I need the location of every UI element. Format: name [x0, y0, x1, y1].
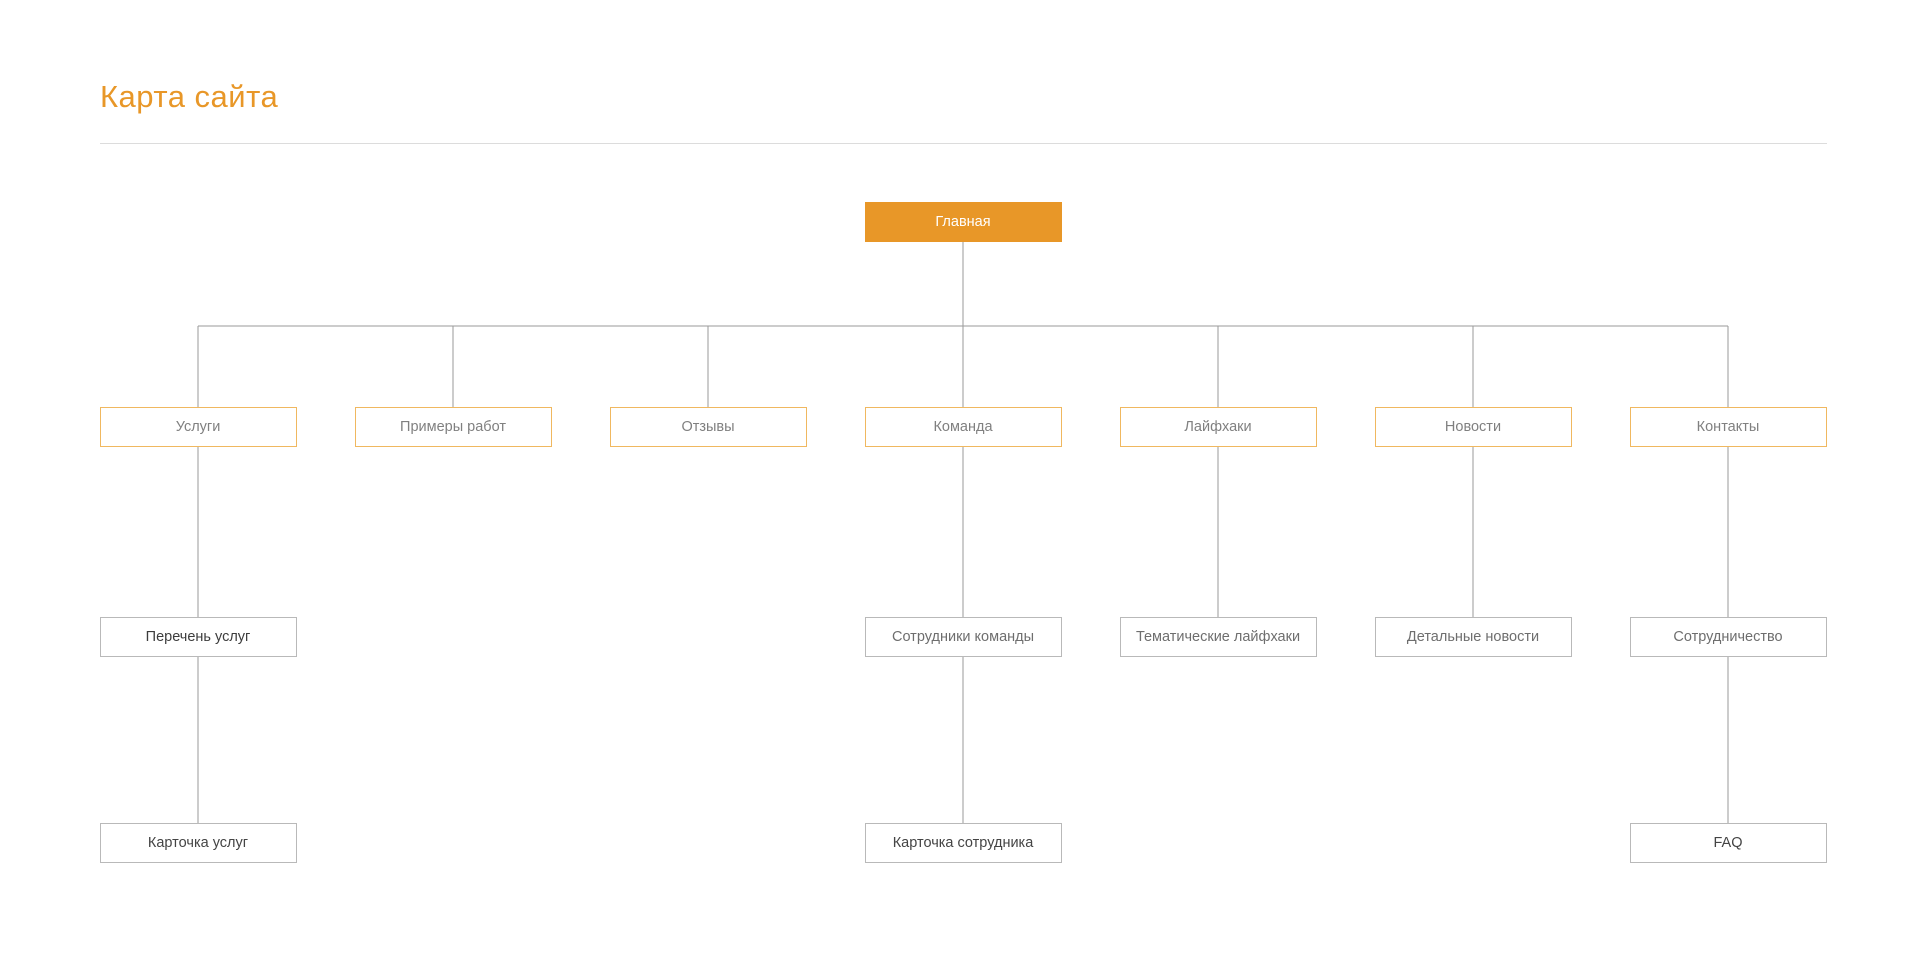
sitemap-node-label: Контакты	[1696, 418, 1760, 435]
sitemap-node-reviews[interactable]: Отзывы	[609, 407, 807, 447]
sitemap-node-cooperation[interactable]: Сотрудничество	[1629, 617, 1827, 657]
sitemap-node-employee-card[interactable]: Карточка сотрудника	[864, 823, 1062, 863]
sitemap-node-label: Сотрудничество	[1673, 628, 1783, 645]
sitemap-node-label: Карточка услуг	[147, 834, 249, 851]
sitemap-node-label: Отзывы	[681, 418, 735, 435]
sitemap-node-lifehacks[interactable]: Лайфхаки	[1119, 407, 1317, 447]
sitemap-node-team[interactable]: Команда	[864, 407, 1062, 447]
sitemap-node-services-list[interactable]: Перечень услуг	[99, 617, 297, 657]
sitemap-node-label: FAQ	[1713, 834, 1743, 851]
sitemap-node-detailed-news[interactable]: Детальные новости	[1374, 617, 1572, 657]
sitemap-node-label: Главная	[935, 213, 991, 230]
page-title: Карта сайта	[100, 78, 279, 114]
sitemap-node-label: Примеры работ	[400, 418, 506, 435]
sitemap-node-services[interactable]: Услуги	[99, 407, 297, 447]
sitemap-node-label: Услуги	[175, 418, 221, 435]
sitemap-node-label: Тематические лайфхаки	[1135, 628, 1301, 645]
sitemap-node-label: Карточка сотрудника	[892, 834, 1034, 851]
sitemap-node-label: Перечень услуг	[145, 628, 251, 645]
sitemap-node-label: Новости	[1444, 418, 1502, 435]
sitemap-node-home[interactable]: Главная	[864, 202, 1062, 242]
sitemap-node-label: Детальные новости	[1406, 628, 1540, 645]
sitemap-node-label: Сотрудники команды	[891, 628, 1035, 645]
sitemap-node-service-card[interactable]: Карточка услуг	[99, 823, 297, 863]
sitemap-node-news[interactable]: Новости	[1374, 407, 1572, 447]
sitemap-node-faq[interactable]: FAQ	[1629, 823, 1827, 863]
sitemap-node-team-members[interactable]: Сотрудники команды	[864, 617, 1062, 657]
sitemap-node-contacts[interactable]: Контакты	[1629, 407, 1827, 447]
sitemap-node-label: Лайфхаки	[1184, 418, 1252, 435]
sitemap-node-label: Команда	[933, 418, 993, 435]
title-divider	[100, 143, 1827, 144]
sitemap-node-topic-lifehacks[interactable]: Тематические лайфхаки	[1119, 617, 1317, 657]
sitemap-node-works[interactable]: Примеры работ	[354, 407, 552, 447]
